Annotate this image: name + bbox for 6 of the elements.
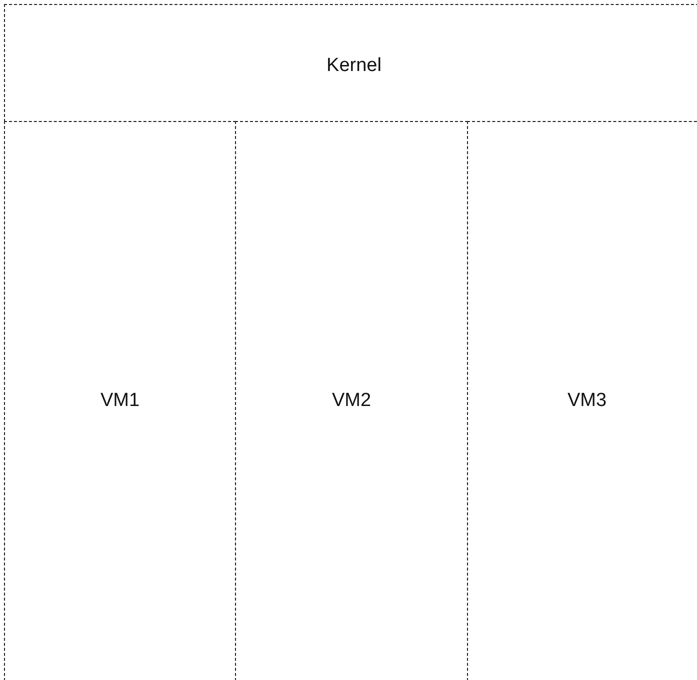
vm-box — [4, 121, 236, 680]
box-label: VM1 — [100, 390, 140, 412]
box-label: Kernel — [326, 55, 382, 77]
box-label: VM3 — [567, 390, 607, 412]
kernel-box — [4, 4, 697, 122]
box-label: VM2 — [332, 390, 372, 412]
